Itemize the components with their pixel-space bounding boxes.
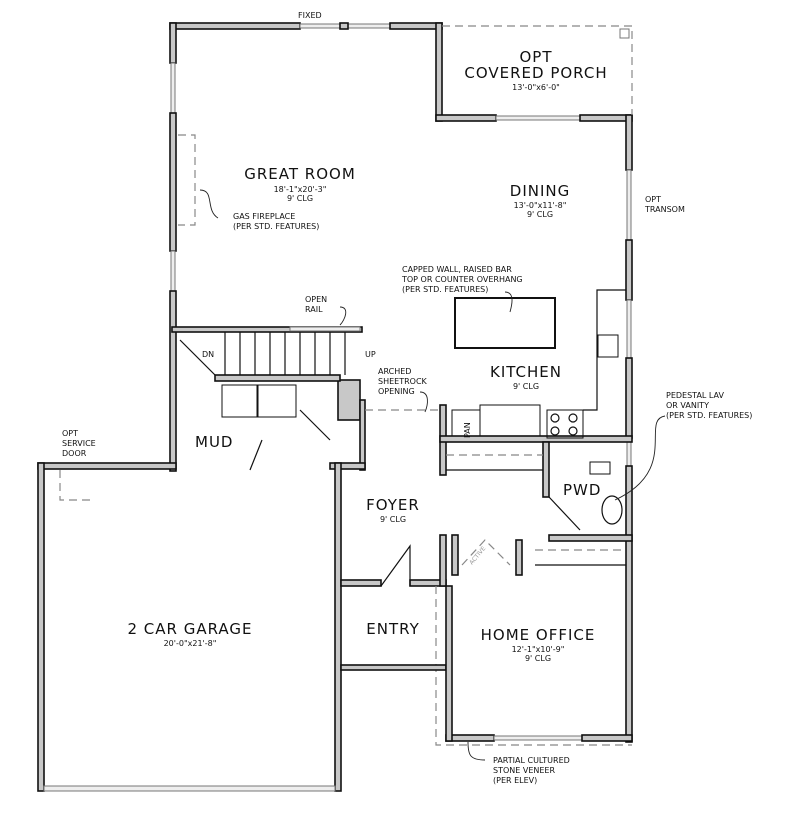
great-room-dims: 18'-1"x20'-3"	[274, 185, 327, 194]
garage-dims: 20'-0"x21'-8"	[164, 639, 217, 648]
stone-note: PARTIAL CULTURED	[493, 756, 570, 765]
transom-note: OPT	[645, 195, 661, 204]
dining-label: DINING	[510, 182, 570, 200]
fireplace-note-2: (PER STD. FEATURES)	[233, 222, 319, 231]
stone-note-2: STONE VENEER	[493, 766, 555, 775]
office-label: HOME OFFICE	[481, 626, 596, 644]
rail-note-2: RAIL	[305, 305, 323, 314]
pantry-label: PAN	[463, 422, 472, 438]
walls	[37, 22, 633, 792]
porch-opt-label: OPT	[519, 48, 552, 66]
garage-label: 2 CAR GARAGE	[127, 620, 252, 638]
leaders	[199, 189, 666, 761]
bar-note-3: (PER STD. FEATURES)	[402, 285, 488, 294]
active-label: ACTIVE	[468, 545, 487, 566]
labels: FIXED OPT COVERED PORCH 13'-0"x6'-0" GRE…	[62, 11, 752, 785]
lav-note: PEDESTAL LAV	[666, 391, 725, 400]
transom-note-2: TRANSOM	[644, 205, 685, 214]
porch-name-label: COVERED PORCH	[464, 64, 607, 82]
porch-dims: 13'-0"x6'-0"	[512, 83, 560, 92]
service-door-note-2: SERVICE	[62, 439, 96, 448]
foyer-ceiling: 9' CLG	[380, 515, 406, 524]
lav-note-3: (PER STD. FEATURES)	[666, 411, 752, 420]
office-ceiling: 9' CLG	[525, 654, 551, 663]
rail-note: OPEN	[305, 295, 327, 304]
service-door-note: OPT	[62, 429, 78, 438]
dining-ceiling: 9' CLG	[527, 210, 553, 219]
bar-note-2: TOP OR COUNTER OVERHANG	[401, 275, 523, 284]
kitchen-ceiling: 9' CLG	[513, 382, 539, 391]
stairs	[179, 332, 346, 376]
pwd-label: PWD	[563, 481, 601, 499]
mud-label: MUD	[195, 433, 233, 451]
lav-note-2: OR VANITY	[666, 401, 709, 410]
fireplace-note: GAS FIREPLACE	[233, 212, 295, 221]
arch-note-3: OPENING	[378, 387, 415, 396]
great-room-label: GREAT ROOM	[244, 165, 356, 183]
service-door-note-3: DOOR	[62, 449, 87, 458]
arch-note: ARCHED	[378, 367, 411, 376]
foyer-label: FOYER	[366, 496, 420, 514]
dining-dims: 13'-0"x11'-8"	[514, 201, 567, 210]
office-dims: 12'-1"x10'-9"	[512, 645, 565, 654]
stone-note-3: (PER ELEV)	[493, 776, 537, 785]
kitchen-label: KITCHEN	[490, 363, 562, 381]
entry-label: ENTRY	[366, 620, 420, 638]
bar-note: CAPPED WALL, RAISED BAR	[402, 265, 512, 274]
arch-note-2: SHEETROCK	[378, 377, 428, 386]
great-room-ceiling: 9' CLG	[287, 194, 313, 203]
fixed-label: FIXED	[298, 11, 322, 20]
stair-dn-label: DN	[202, 350, 214, 359]
stair-up-label: UP	[365, 350, 376, 359]
